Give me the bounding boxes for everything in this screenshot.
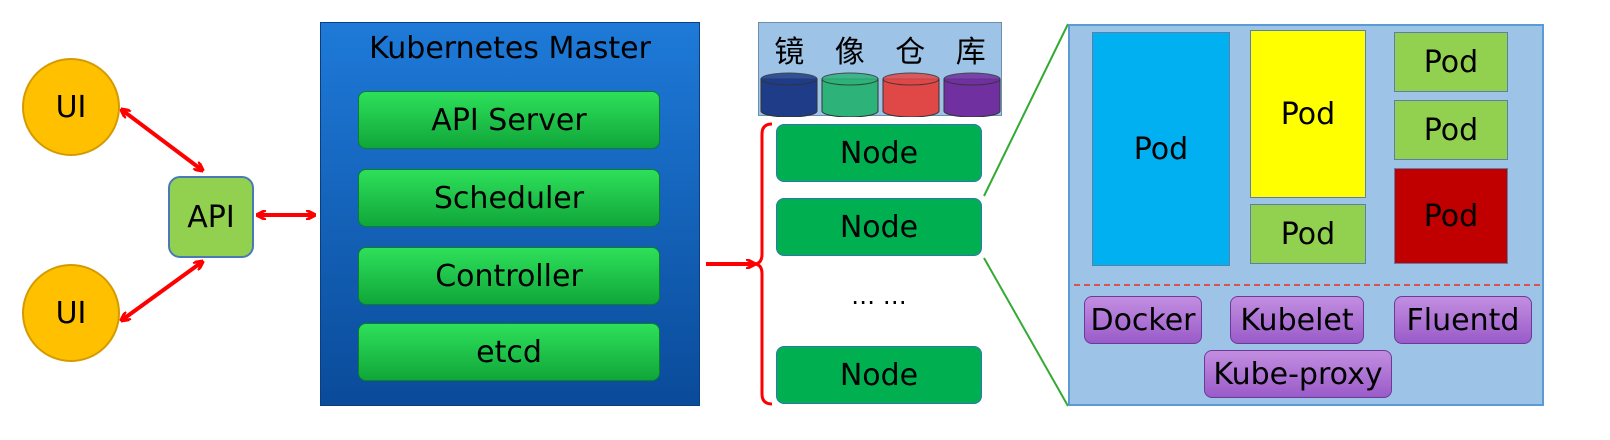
registry-cylinder-1 xyxy=(760,72,818,117)
ui-client-bottom: UI xyxy=(22,264,120,362)
docker-box: Docker xyxy=(1084,296,1202,344)
node-divider xyxy=(1074,284,1540,286)
registry-cylinder-2 xyxy=(821,72,879,117)
nodes-bracket xyxy=(753,122,773,406)
kubelet-box: Kubelet xyxy=(1230,296,1364,344)
api-server-box: API Server xyxy=(358,91,660,149)
registry-cylinder-4 xyxy=(943,72,1001,117)
registry-char-3: 仓 xyxy=(895,35,926,70)
scheduler-box: Scheduler xyxy=(358,169,660,227)
kubernetes-master: Kubernetes Master API Server Scheduler C… xyxy=(320,22,700,406)
api-box: API xyxy=(168,176,254,258)
api-label: API xyxy=(187,199,235,235)
registry-cylinders xyxy=(760,72,1001,117)
registry-cylinder-3 xyxy=(882,72,940,117)
node-detail-panel: Pod Pod Pod Pod Pod Pod Docker Kubelet F… xyxy=(1068,24,1544,406)
registry-label: 镜 像 仓 库 xyxy=(759,27,1001,71)
registry-char-4: 库 xyxy=(955,35,986,70)
pod-large-blue: Pod xyxy=(1092,32,1230,266)
pod-top-right: Pod xyxy=(1394,32,1508,92)
registry-char-2: 像 xyxy=(834,35,865,70)
master-title: Kubernetes Master xyxy=(369,31,651,66)
controller-box: Controller xyxy=(358,247,660,305)
node-box-3: Node xyxy=(776,346,982,404)
pod-yellow: Pod xyxy=(1250,30,1366,198)
ui-client-top: UI xyxy=(22,58,120,156)
image-registry: 镜 像 仓 库 xyxy=(758,22,1002,117)
fluentd-box: Fluentd xyxy=(1394,296,1532,344)
arrow-ui-bottom-api xyxy=(122,262,202,320)
pod-red: Pod xyxy=(1394,168,1508,264)
kube-proxy-box: Kube-proxy xyxy=(1204,350,1392,398)
zoom-line-bottom xyxy=(983,257,1069,407)
pod-middle-right: Pod xyxy=(1394,100,1508,160)
nodes-ellipsis: … … xyxy=(851,282,907,310)
node-box-2: Node xyxy=(776,198,982,256)
ui-client-top-label: UI xyxy=(55,89,87,125)
ui-client-bottom-label: UI xyxy=(55,295,87,331)
pod-small-bottom: Pod xyxy=(1250,204,1366,264)
node-box-1: Node xyxy=(776,124,982,182)
arrow-ui-top-api xyxy=(122,110,202,170)
registry-char-1: 镜 xyxy=(774,35,805,70)
etcd-box: etcd xyxy=(358,323,660,381)
